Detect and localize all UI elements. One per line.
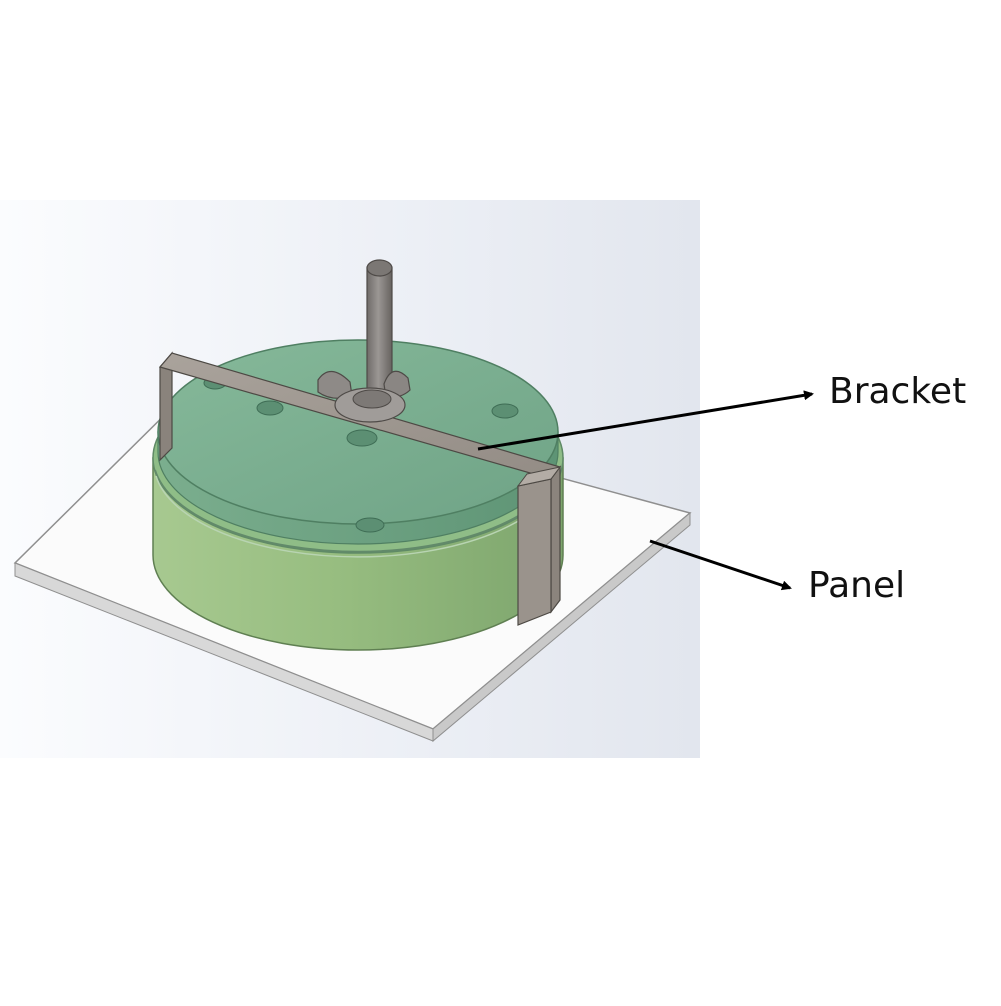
bracket-arrow-icon bbox=[477, 390, 814, 451]
panel-label: Panel bbox=[808, 565, 906, 606]
bracket-label: Bracket bbox=[829, 371, 967, 412]
lid-hole bbox=[346, 429, 378, 447]
lid-hole bbox=[256, 400, 284, 416]
panel-arrow-icon bbox=[649, 539, 792, 591]
lid-hole bbox=[355, 517, 385, 533]
wing-nut bbox=[317, 370, 411, 423]
lid-hole bbox=[491, 403, 519, 419]
cylinder bbox=[152, 339, 564, 651]
